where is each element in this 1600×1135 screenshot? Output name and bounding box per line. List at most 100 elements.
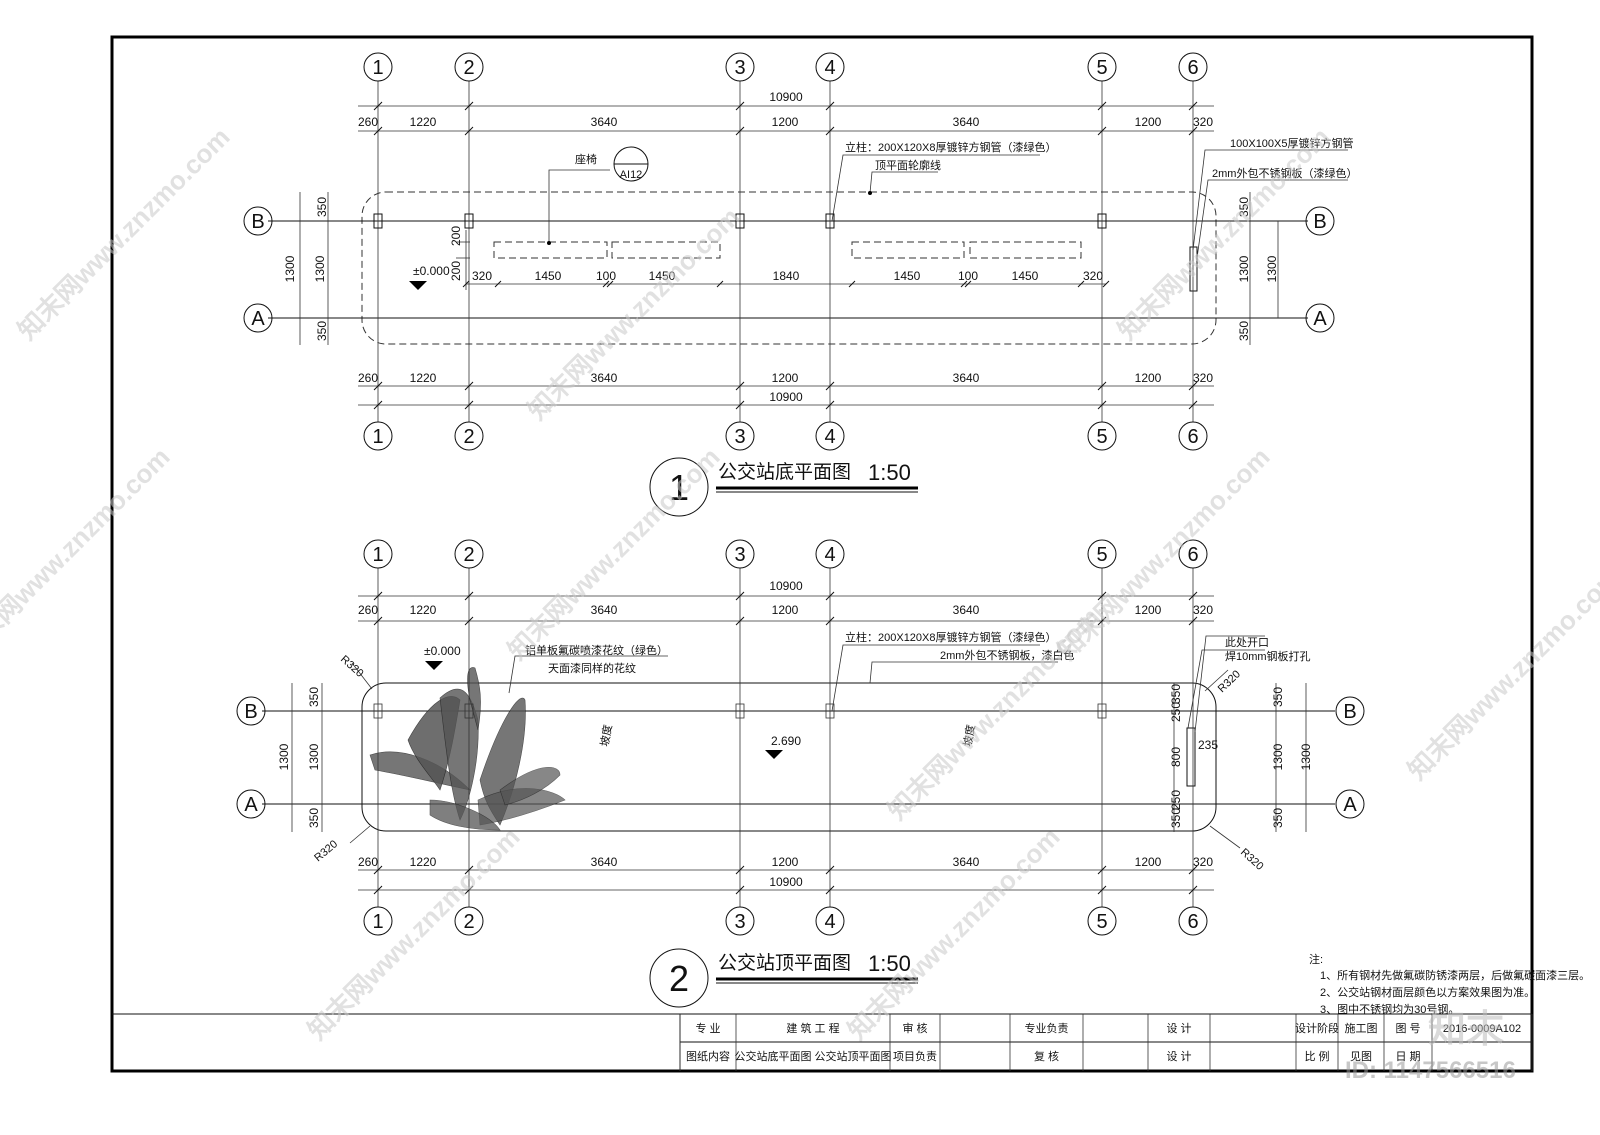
sheet-frame-outer — [110, 35, 1534, 1073]
undefined-axis-bubble-top-1 — [363, 52, 393, 82]
undefined-span-top-3: 1200 — [772, 603, 799, 617]
undefined-axis-bubble-bottom-1 — [363, 421, 393, 451]
undefined-tick — [464, 865, 474, 875]
undefined-axis-bubble-top-5 — [1087, 52, 1117, 82]
watermark-5: 知末网www.znzmo.com — [502, 442, 726, 666]
p1-number: 1 — [669, 467, 689, 508]
roof-outline — [361, 682, 1217, 832]
p1-row-label-right-0: B — [1313, 211, 1326, 233]
undefined-span-top-3: 1200 — [772, 115, 799, 129]
tb-r2-cell-9: 见图 — [1350, 1050, 1372, 1063]
undefined-total-bottom: 10900 — [769, 390, 803, 404]
p2-slope-right: 坡度 — [960, 723, 978, 747]
p1-v-mid-inner-left: 1300 — [313, 255, 327, 282]
p1-elevation: ±0.000 — [413, 264, 450, 278]
undefined-tick — [1188, 101, 1198, 111]
p2-title: 公交站顶平面图 — [718, 952, 851, 974]
undefined-tick — [1097, 885, 1107, 895]
undefined-span-bottom-3: 1200 — [772, 371, 799, 385]
p1-row-bubble-left-1 — [243, 303, 273, 333]
undefined-tick — [1188, 865, 1198, 875]
p1-v-mid-outer-left: 1300 — [283, 255, 297, 282]
undefined-tick — [825, 126, 835, 136]
undefined-axis-label-bottom-6: 6 — [1187, 426, 1198, 448]
p2-v-mid-outer-right: 1300 — [1299, 743, 1313, 770]
undefined-axis-bubble-bottom-4 — [815, 906, 845, 936]
undefined-axis-bubble-bottom-5 — [1087, 421, 1117, 451]
p1-v-mid-inner-right: 1300 — [1237, 255, 1251, 282]
p1-seat-dim-2: 100 — [596, 269, 616, 283]
p1-seat-dim-8: 320 — [1083, 269, 1103, 283]
watermark-8: 知末网www.znzmo.com — [1402, 562, 1600, 786]
watermark-logo: 知末 — [1428, 1009, 1504, 1051]
undefined-axis-bubble-bottom-2 — [454, 906, 484, 936]
plan2-number-circle — [649, 948, 709, 1008]
undefined-axis-label-top-3: 3 — [734, 57, 745, 79]
undefined-axis-label-bottom-5: 5 — [1096, 911, 1107, 933]
tb-r1-cell-8: 设计阶段 — [1295, 1021, 1339, 1035]
p2-row-label-left-1: A — [244, 794, 258, 816]
watermark-1: 知末网www.znzmo.com — [12, 122, 236, 346]
p2-row-label-right-1: A — [1343, 794, 1357, 816]
p2-column-4 — [825, 703, 835, 719]
p1-v-bottom-left: 350 — [315, 321, 329, 341]
tb-r2-cell-10: 日 期 — [1395, 1050, 1420, 1063]
p2-v-bottom-right: 350 — [1271, 808, 1285, 828]
undefined-axis-label-top-6: 6 — [1187, 544, 1198, 566]
undefined-span-top-4: 3640 — [953, 115, 980, 129]
tb-r2-cell-2: 项目负责 — [893, 1049, 937, 1063]
undefined-tick — [735, 381, 745, 391]
p1-outline-note: 顶平面轮廓线 — [875, 158, 941, 172]
p1-seat-dim-0: 320 — [472, 269, 492, 283]
p1-seat-tick-9 — [1102, 280, 1110, 288]
undefined-axis-label-top-4: 4 — [824, 57, 835, 79]
p1-seat-ref: AI12 — [620, 169, 643, 181]
p2-elevation: ±0.000 — [424, 644, 461, 658]
undefined-tick — [373, 865, 383, 875]
undefined-tick — [1188, 616, 1198, 626]
p1-seat-v-0: 200 — [449, 226, 463, 246]
leaf-pattern-decoration — [369, 667, 566, 831]
undefined-tick — [825, 616, 835, 626]
undefined-span-bottom-5: 1200 — [1135, 371, 1162, 385]
p1-seat-v-1: 200 — [449, 261, 463, 281]
undefined-tick — [735, 865, 745, 875]
p2-cladding-note: 2mm外包不锈钢板，漆白色 — [940, 648, 1074, 662]
undefined-axis-label-bottom-4: 4 — [824, 426, 835, 448]
undefined-tick — [373, 400, 383, 410]
undefined-tick — [373, 616, 383, 626]
undefined-span-top-5: 1200 — [1135, 115, 1162, 129]
tb-r1-cell-1: 建 筑 工 程 — [786, 1021, 839, 1035]
p2-open-v-4: 350 — [1169, 808, 1183, 828]
p1-v-top-left: 350 — [315, 197, 329, 217]
p1-seat-tick-2 — [602, 280, 610, 288]
p2-row-bubble-right-0 — [1335, 696, 1365, 726]
p1-row-bubble-right-0 — [1305, 206, 1335, 236]
p2-pattern-note: 铝单板氟碳喷漆花纹（绿色） — [525, 643, 668, 657]
p2-open-v-1: 350 — [1169, 684, 1183, 704]
watermark-3: 知末网www.znzmo.com — [1112, 122, 1336, 346]
undefined-axis-label-bottom-5: 5 — [1096, 426, 1107, 448]
p1-seat-dim-4: 1840 — [773, 269, 800, 283]
undefined-span-bottom-3: 1200 — [772, 855, 799, 869]
tb-r2-cell-0: 图纸内容 — [686, 1049, 730, 1063]
watermark-2: 知末网www.znzmo.com — [522, 202, 746, 426]
p1-column-1 — [373, 213, 383, 229]
undefined-span-bottom-2: 3640 — [591, 855, 618, 869]
undefined-axis-bubble-top-3 — [725, 539, 755, 569]
p1-seat-tick-8 — [1077, 280, 1085, 288]
undefined-axis-bubble-bottom-6 — [1178, 421, 1208, 451]
plan-1 — [268, 105, 1348, 517]
undefined-tick — [735, 885, 745, 895]
p2-column-2 — [464, 703, 474, 719]
undefined-axis-bubble-bottom-2 — [454, 421, 484, 451]
undefined-axis-label-top-2: 2 — [463, 57, 474, 79]
p2-v-bottom-left: 350 — [307, 808, 321, 828]
undefined-tick — [1097, 865, 1107, 875]
p1-seat-label: 座椅 — [575, 152, 597, 166]
undefined-tick — [825, 400, 835, 410]
p2-column-5 — [1097, 703, 1107, 719]
undefined-span-top-0: 260 — [358, 603, 378, 617]
undefined-axis-label-bottom-2: 2 — [463, 426, 474, 448]
